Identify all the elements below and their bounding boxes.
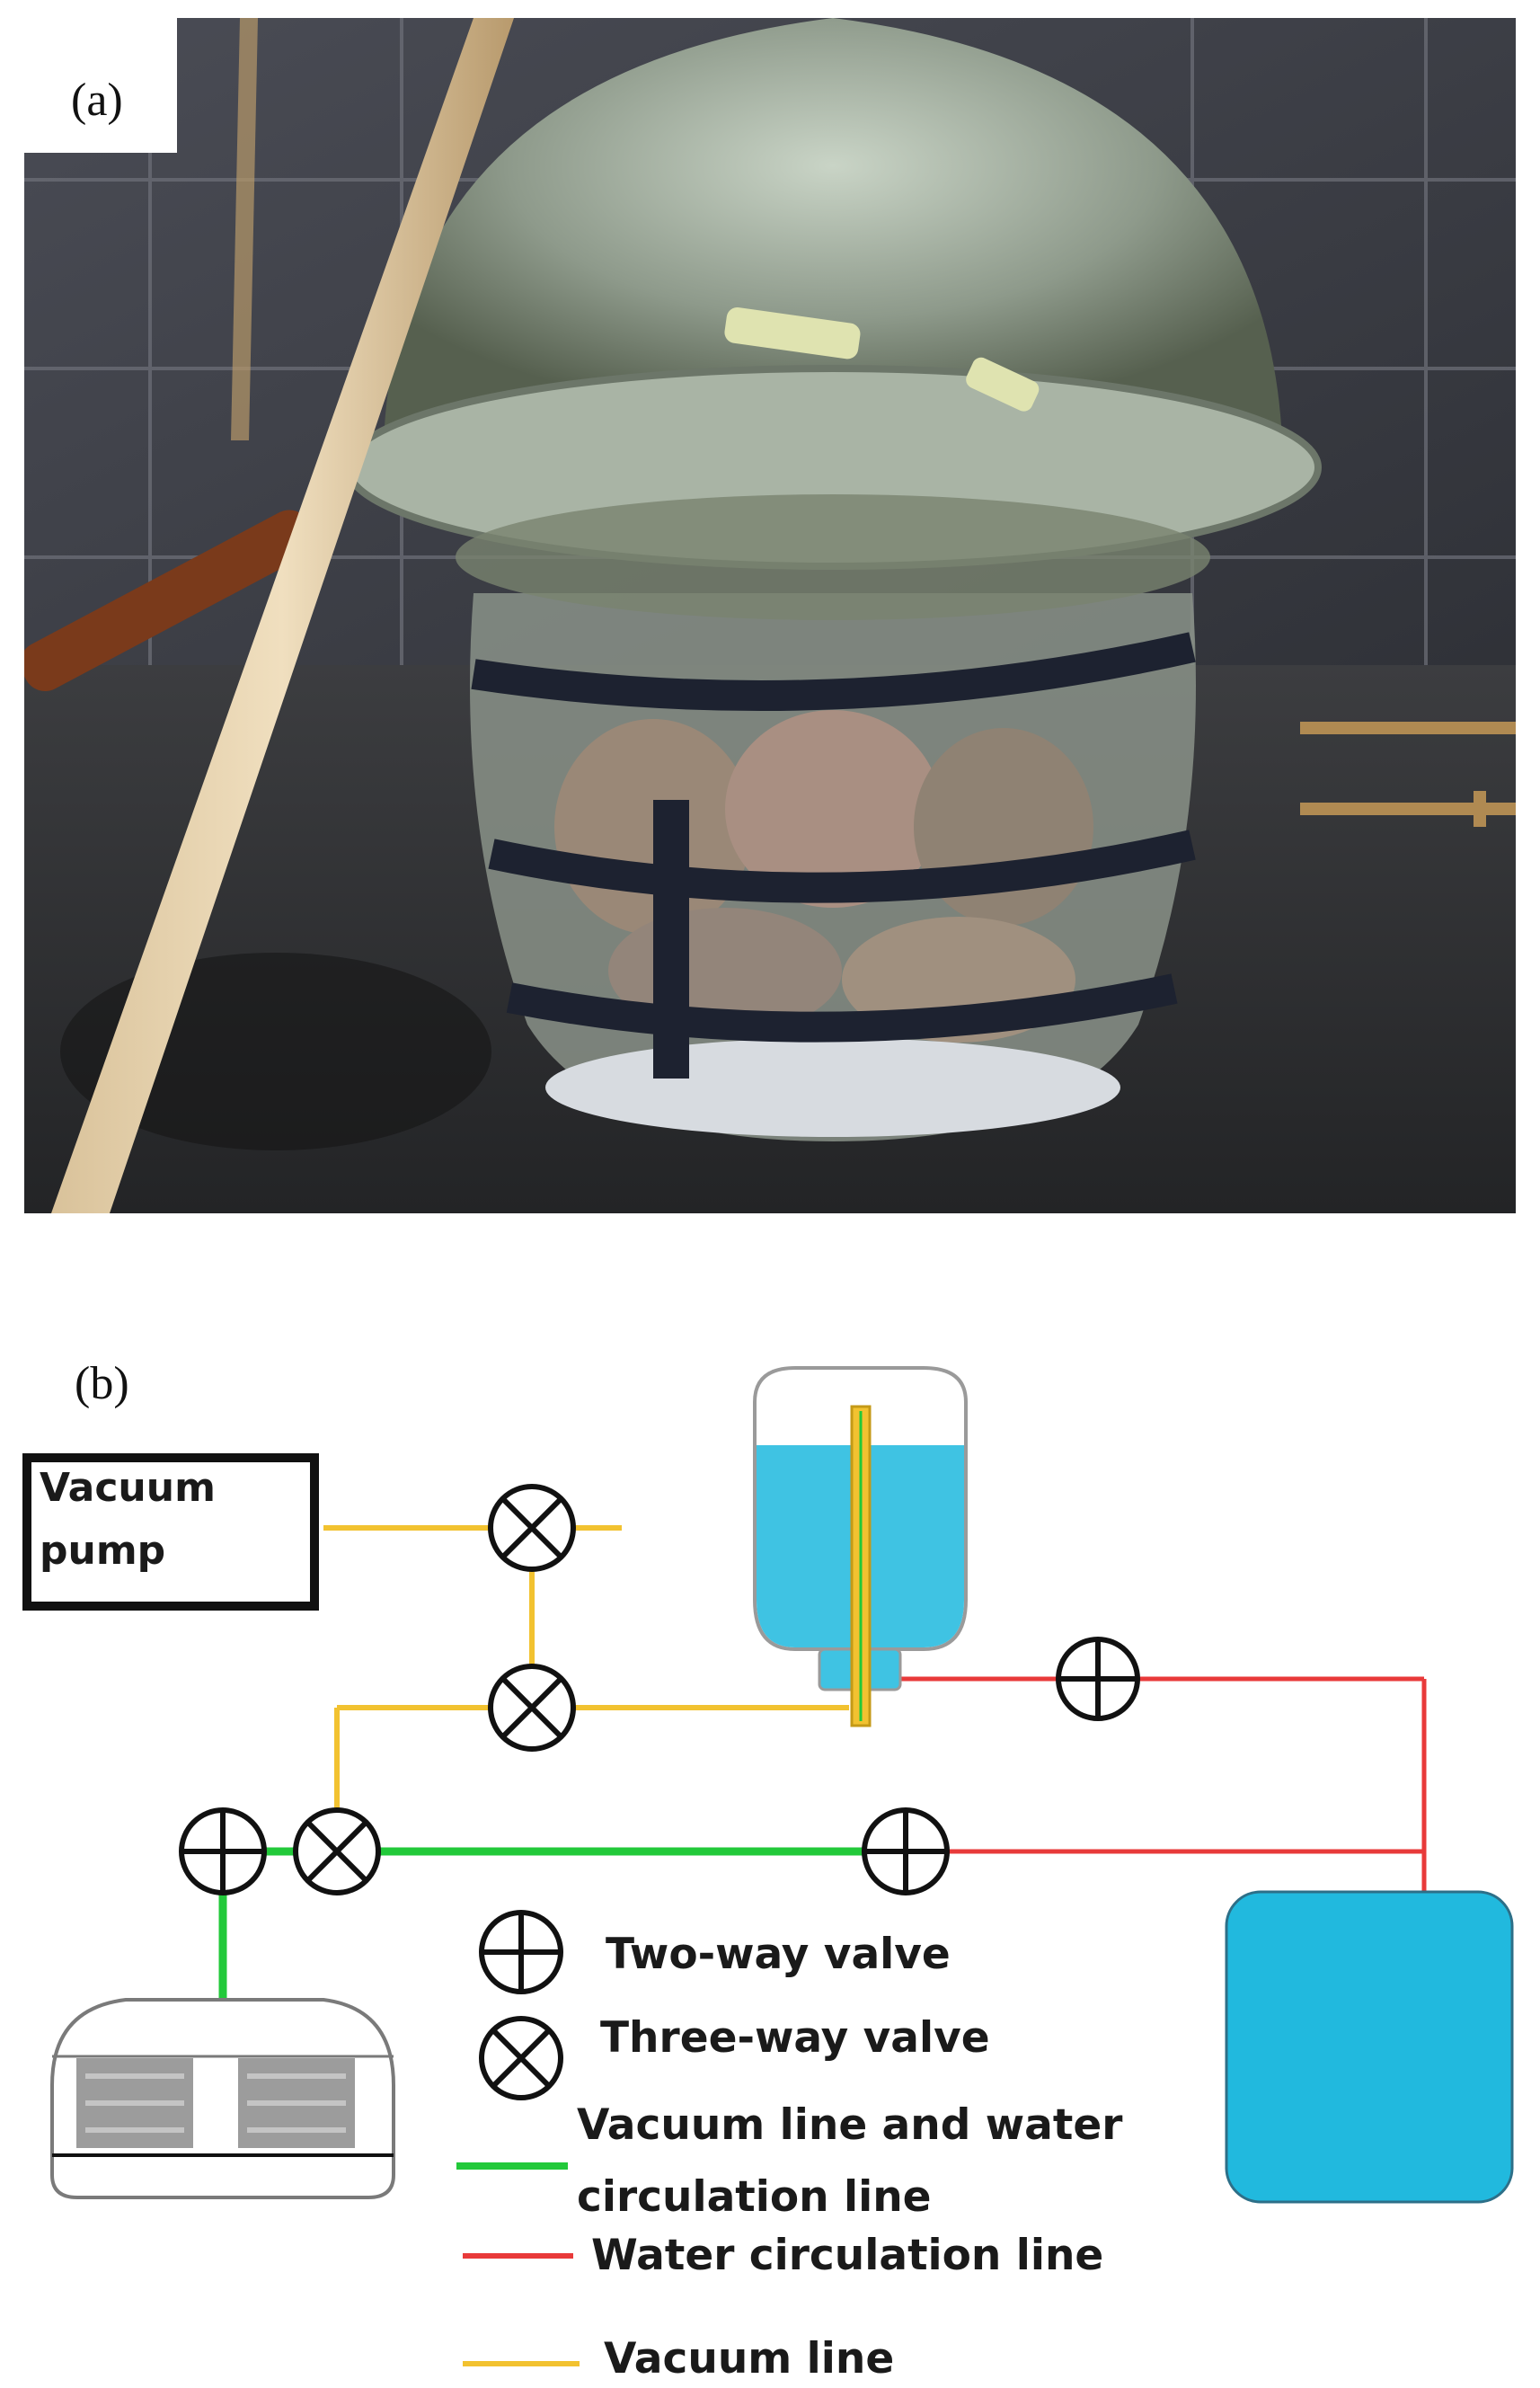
copper-pipe-left bbox=[24, 510, 314, 692]
dome-lid bbox=[384, 18, 1282, 440]
water-circulation-lines bbox=[898, 1676, 1427, 1892]
legend-vacuum-water-label-1: Vacuum line and water bbox=[577, 2100, 1123, 2150]
vacuum-pump-label-line2: pump bbox=[40, 1528, 165, 1574]
back-pole bbox=[231, 18, 258, 440]
legend: Two-way valve Three-way valve Vacuum lin… bbox=[456, 1910, 1123, 2384]
legend-two-way-label: Two-way valve bbox=[606, 1930, 951, 1979]
wooden-pole bbox=[51, 18, 514, 1213]
legend-vacuum-water-label-2: circulation line bbox=[577, 2172, 932, 2222]
legend-three-way-icon bbox=[479, 2016, 563, 2100]
water-reservoir bbox=[753, 1366, 968, 1727]
jar-base-desiccant bbox=[545, 1038, 1120, 1137]
strap-buckle bbox=[653, 800, 689, 1079]
panel-label-b: (b) bbox=[75, 1358, 129, 1409]
legend-vacuum-line-label: Vacuum line bbox=[604, 2334, 894, 2384]
black-straps bbox=[471, 632, 1196, 1043]
two-way-valve-top-right bbox=[1056, 1637, 1140, 1721]
three-way-valve-left bbox=[293, 1807, 381, 1895]
valves bbox=[179, 1484, 1140, 1895]
photo-panel-a: (a) bbox=[24, 18, 1516, 1213]
schematic-diagram: Vacuum pump bbox=[22, 1366, 1514, 2384]
desiccator-photo bbox=[24, 18, 1516, 1213]
water-tank bbox=[1225, 1890, 1514, 2204]
lid-reflection-1 bbox=[724, 307, 861, 360]
legend-three-way-label: Three-way valve bbox=[600, 2013, 990, 2063]
two-way-valve-center bbox=[862, 1807, 950, 1895]
vacuum-pump-box bbox=[22, 1453, 319, 1611]
label-a-background bbox=[24, 18, 177, 153]
legend-two-way-icon bbox=[479, 1910, 563, 1994]
jar-flange bbox=[456, 494, 1210, 620]
brass-pipes-right bbox=[1300, 722, 1516, 827]
desiccator-schematic bbox=[50, 1998, 395, 2199]
legend-water-circulation-label: Water circulation line bbox=[591, 2231, 1103, 2280]
vacuum-pump-label-line1: Vacuum bbox=[40, 1465, 216, 1511]
three-way-valve-top bbox=[488, 1484, 576, 1572]
three-way-valve-middle bbox=[488, 1664, 576, 1752]
lid-reflection-2 bbox=[966, 357, 1040, 412]
two-way-valve-left bbox=[179, 1807, 267, 1895]
panel-label-a: (a) bbox=[71, 75, 123, 126]
